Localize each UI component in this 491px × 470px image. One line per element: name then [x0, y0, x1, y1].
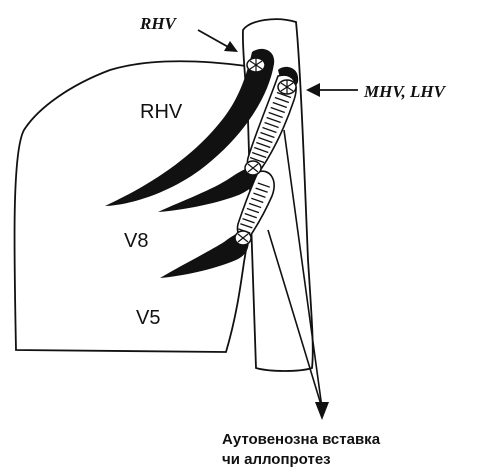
rhv-inside-label: RHV [140, 101, 183, 123]
caption-line-1: Аутовенозна вставка [222, 431, 381, 448]
v5-label: V5 [136, 307, 160, 329]
suture-v8 [245, 161, 261, 175]
mhv-lhv-arrowhead [306, 83, 320, 97]
rhv-arrow-line [198, 30, 230, 48]
rhv-top-label: RHV [139, 14, 178, 33]
caption-line-2: чи аллопротез [222, 451, 331, 468]
v8-label: V8 [124, 230, 148, 252]
suture-mhv [278, 80, 296, 94]
mhv-lhv-label: MHV, LHV [363, 82, 447, 101]
suture-v5 [235, 231, 251, 245]
graft-pointer-arrowhead [315, 402, 329, 420]
liver-outline [14, 61, 252, 352]
suture-rhv [247, 58, 265, 72]
